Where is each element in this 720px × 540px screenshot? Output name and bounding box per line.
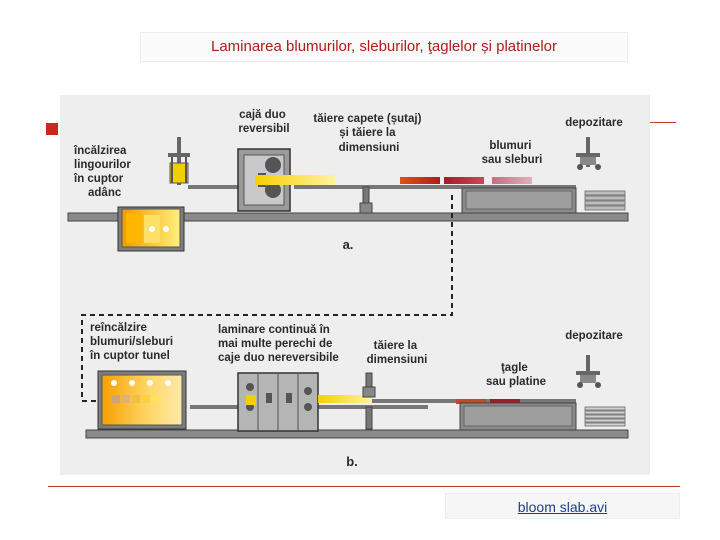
- product-label-a: blumuri sau sleburi: [482, 140, 543, 166]
- storage-crane-a: [576, 137, 626, 211]
- cut-billets: [456, 399, 520, 404]
- video-link[interactable]: bloom slab.avi: [445, 493, 680, 519]
- tunnel-furnace: [97, 370, 187, 430]
- diagram-a-label: a.: [343, 237, 354, 252]
- shear-a: [359, 186, 373, 214]
- furnace-label-b: reîncălzire blumuri/sleburi în cuptor tu…: [89, 322, 176, 362]
- storage-label-a: depozitare: [565, 117, 623, 129]
- continuous-mill-stands: [237, 372, 372, 432]
- diagram-b: reîncălzire blumuri/sleburi în cuptor tu…: [85, 322, 629, 469]
- stand-label-a: cajă duo reversibil: [238, 109, 289, 135]
- storage-crane-b: [576, 355, 626, 427]
- cutting-label-a: tăiere capete (șutaj) și tăiere la dimen…: [313, 113, 424, 154]
- diagram-b-label: b.: [346, 454, 358, 469]
- cutting-label-b: tăiere la dimensiuni: [367, 340, 428, 366]
- shear-b: [362, 372, 376, 430]
- duo-reversing-stand: [237, 148, 335, 212]
- product-label-b: ţagle sau platine: [486, 362, 546, 388]
- storage-pit-a: [461, 187, 577, 214]
- process-flow-connector: [81, 195, 453, 402]
- bottom-rule: [48, 486, 680, 487]
- floor-a: [67, 212, 629, 222]
- rolling-process-diagram: încălzirea lingourilor în cuptor adânc c…: [60, 95, 650, 475]
- cut-blooms: [400, 177, 532, 184]
- floor-b: [85, 429, 629, 439]
- soaking-pit: [117, 206, 185, 252]
- furnace-label-a: încălzirea lingourilor în cuptor adânc: [73, 145, 134, 199]
- ingot-crane: [168, 137, 190, 185]
- storage-pit-b: [459, 402, 577, 431]
- roller-table-a: [188, 185, 576, 189]
- slide-title: Laminarea blumurilor, sleburilor, ţaglel…: [140, 32, 628, 62]
- stand-label-b: laminare continuă în mai multe perechi d…: [218, 324, 339, 364]
- storage-label-b: depozitare: [565, 330, 623, 342]
- bullet-marker: [46, 123, 58, 135]
- diagram-a: încălzirea lingourilor în cuptor adânc c…: [67, 109, 629, 252]
